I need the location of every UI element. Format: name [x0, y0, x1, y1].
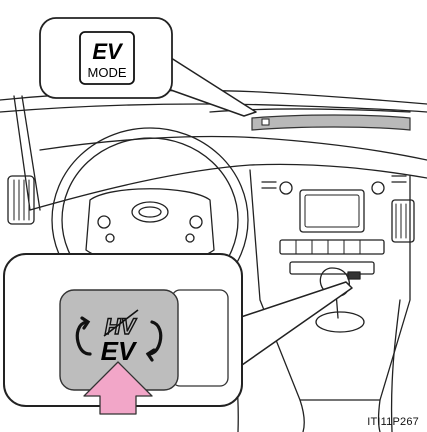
figure-code: ITI11P267 — [367, 416, 419, 428]
dash-indicator-strip — [252, 115, 410, 130]
left-knob — [280, 182, 292, 194]
dash-shelf — [40, 137, 427, 161]
left-air-vent — [8, 176, 34, 224]
ev-label: EV — [101, 336, 138, 366]
hv-ev-callout: HV EV — [4, 254, 352, 406]
steering-hub — [86, 189, 214, 264]
console-switch — [348, 272, 360, 279]
a-pillar-left — [14, 96, 30, 210]
right-air-vent — [392, 200, 414, 242]
center-console — [250, 170, 410, 400]
ev-mode-callout: EV MODE — [40, 18, 256, 116]
ev-mode-label-mode: MODE — [88, 65, 127, 80]
steering-emblem — [132, 202, 168, 222]
right-knob — [372, 182, 384, 194]
ev-indicator-light — [262, 119, 269, 125]
center-display — [300, 190, 364, 232]
ev-mode-label-ev: EV — [92, 39, 124, 64]
a-pillar-left-inner — [22, 96, 40, 210]
